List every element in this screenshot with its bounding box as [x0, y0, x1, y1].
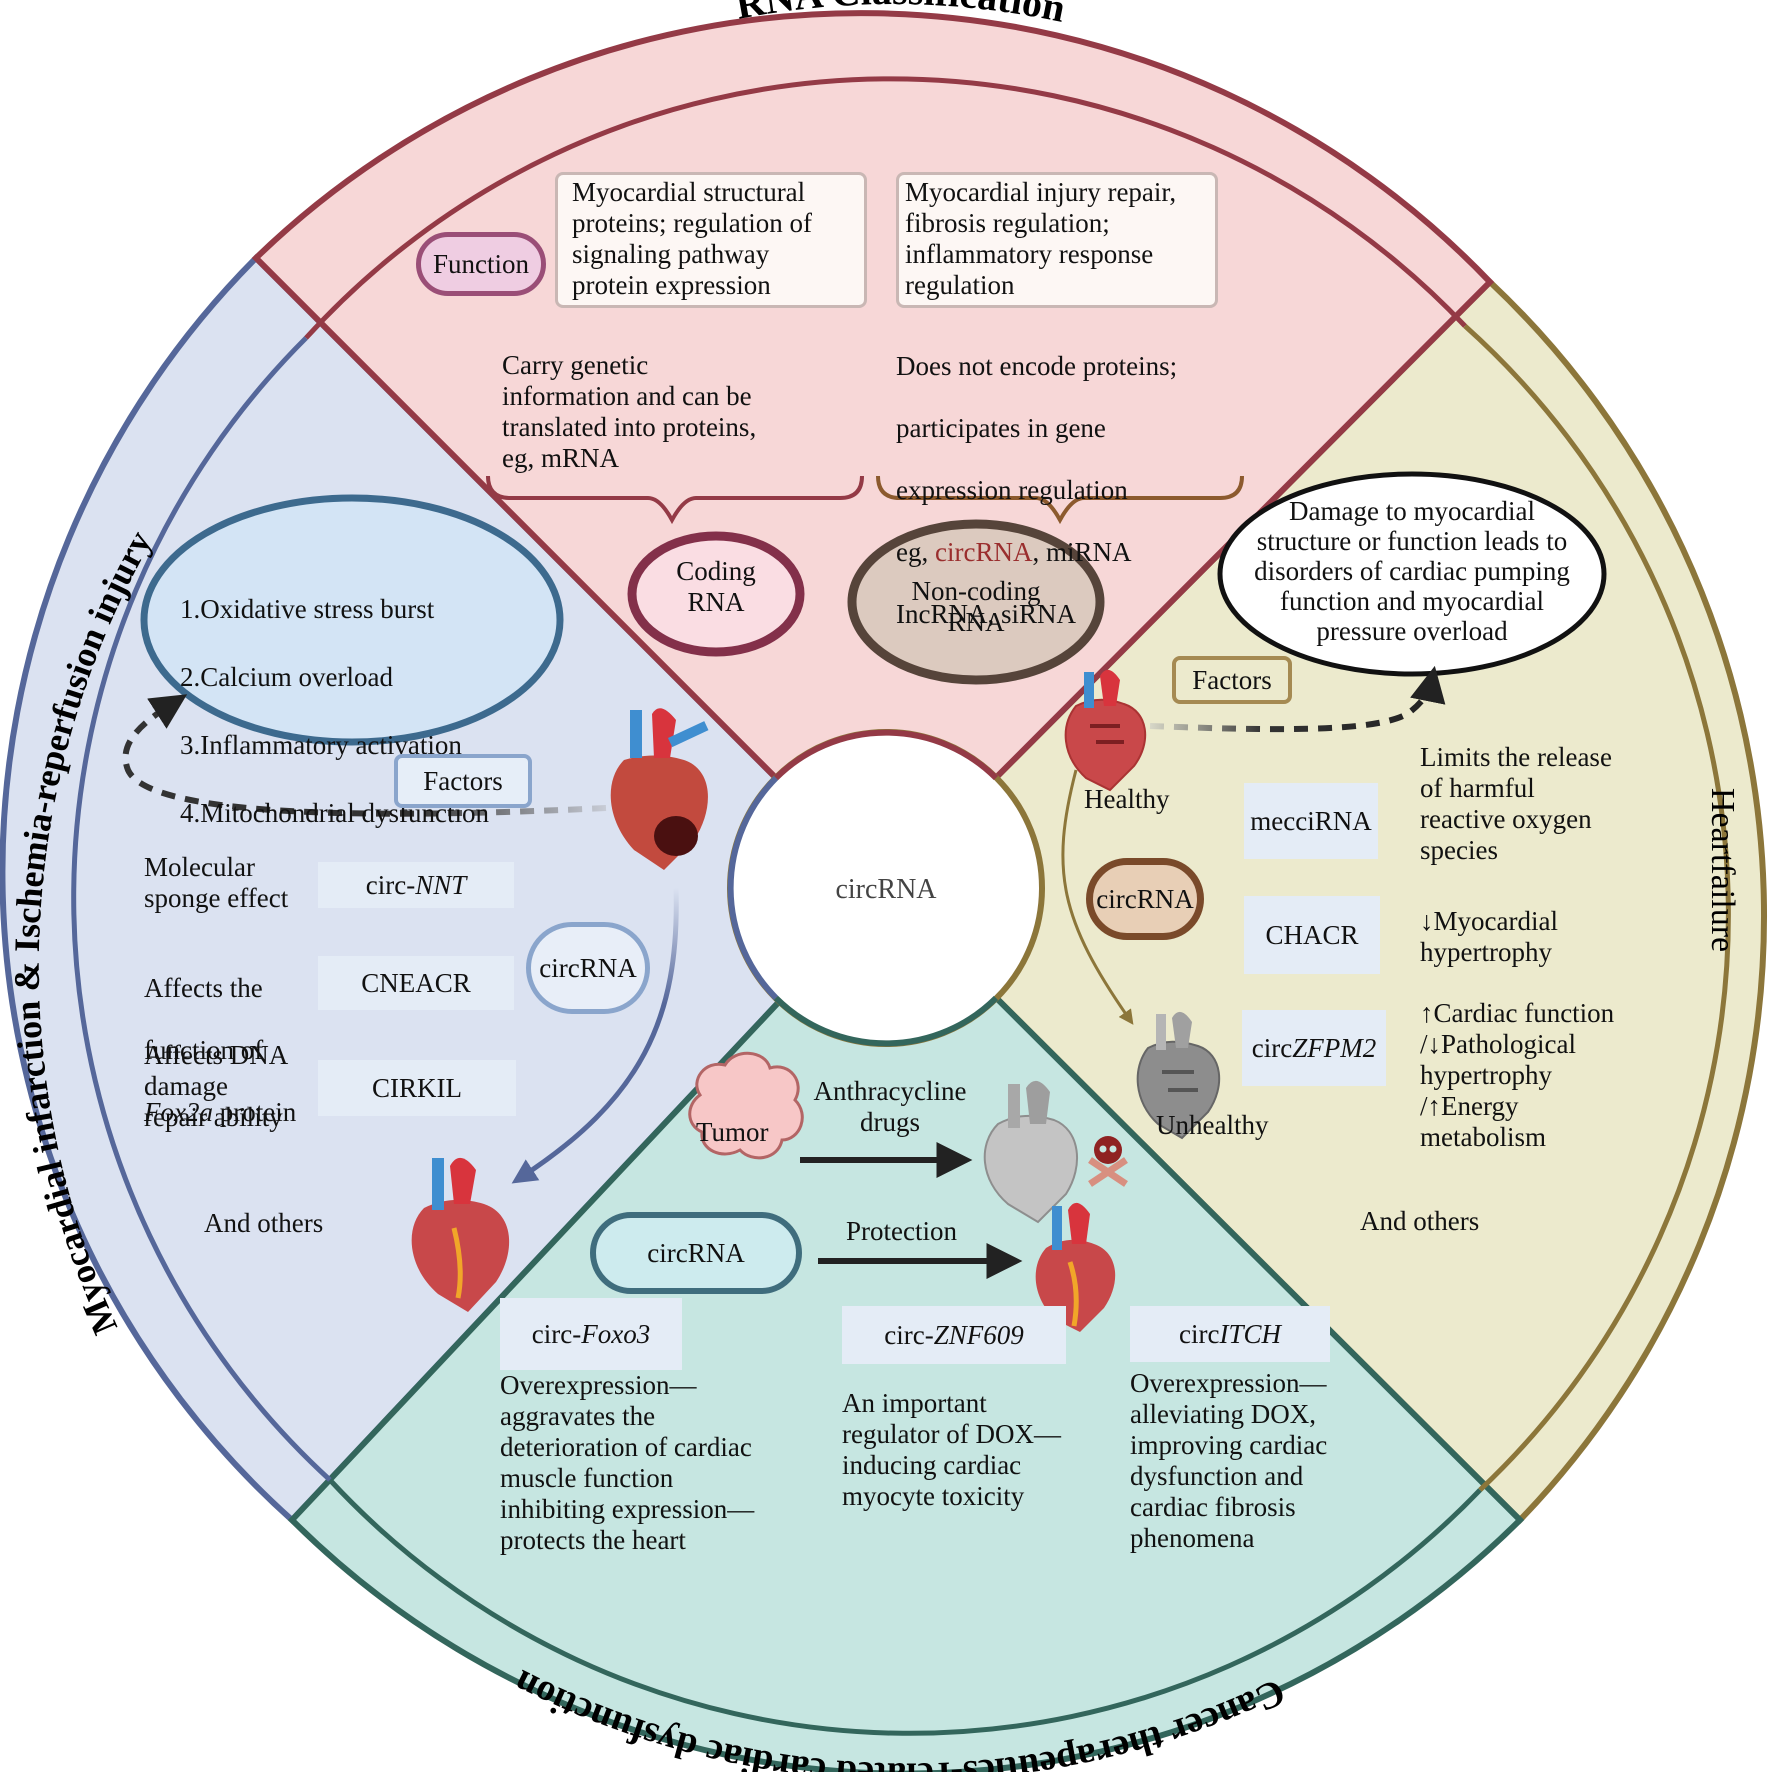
- mi-circrna-tag-2: CNEACR: [318, 956, 514, 1010]
- skull-crossbones-icon: [1088, 1136, 1128, 1187]
- mi-damaged-heart-icon: [610, 708, 709, 870]
- tumor-icon: [688, 1051, 804, 1160]
- hf-circrna-node[interactable]: circRNA: [1086, 858, 1204, 940]
- damaged-gray-heart-icon: [983, 1080, 1079, 1224]
- hf-and-others: And others: [1360, 1206, 1480, 1236]
- mi-factors-arrow: [122, 694, 607, 817]
- noncoding-rna-node[interactable]: [847, 519, 1105, 685]
- hf-effect-2: ↓Myocardial hypertrophy: [1420, 906, 1558, 967]
- mi-factors-ellipse: [140, 494, 564, 746]
- cancer-effect-2: An important regulator of DOX— inducing …: [842, 1388, 1061, 1511]
- cancer-effect-1: Overexpression— aggravates the deteriora…: [500, 1370, 755, 1555]
- hf-unhealthy-label: Unhealthy: [1156, 1110, 1269, 1140]
- hf-progression-arrow: [1061, 769, 1134, 1025]
- drug-label: Anthracycline drugs: [813, 1076, 967, 1137]
- hf-healthy-label: Healthy: [1084, 784, 1170, 814]
- coding-rna-description: Carry genetic information and can be tra…: [502, 350, 757, 473]
- mi-circrna-tag-1: circ-NNT: [318, 862, 514, 908]
- hf-healthy-heart-icon: [1064, 669, 1147, 792]
- rna-inner-ring: [304, 76, 1467, 340]
- mi-healthy-heart-icon: [411, 1157, 510, 1312]
- noncoding-brace: [876, 475, 1244, 525]
- hf-unhealthy-heart-icon: [1136, 1011, 1221, 1140]
- protection-label: Protection: [846, 1216, 957, 1246]
- coding-brace: [486, 475, 864, 525]
- function-label: Function: [416, 232, 546, 296]
- noncoding-function-box: Myocardial injury repair, fibrosis regul…: [896, 172, 1218, 308]
- hf-effect-3: ↑Cardiac function /↓Pathological hypertr…: [1420, 998, 1615, 1152]
- mi-and-others: And others: [204, 1208, 324, 1238]
- cancer-circrna-node[interactable]: circRNA: [590, 1212, 802, 1294]
- cancer-circrna-tag-2: circ-ZNF609: [842, 1306, 1066, 1364]
- noncoding-rna-description: Does not encode proteins; participates i…: [896, 351, 1178, 629]
- hf-effect-1: Limits the release of harmful reactive o…: [1420, 742, 1612, 865]
- cancer-inner-ring: [328, 1478, 1482, 1736]
- cancer-circrna-tag-1: circ-Foxo3: [500, 1298, 682, 1370]
- mi-circrna-tag-3: CIRKIL: [318, 1060, 516, 1116]
- coding-rna-node[interactable]: [627, 531, 805, 657]
- hf-circrna-tag-1: mecciRNA: [1244, 783, 1378, 859]
- hf-factors-tag: Factors: [1172, 656, 1292, 704]
- mi-progression-arrow: [511, 887, 679, 1184]
- hf-section-title: Heartfailure: [1704, 788, 1741, 952]
- mi-circrna-node[interactable]: circRNA: [526, 922, 650, 1014]
- tumor-label: Tumor: [696, 1117, 769, 1147]
- hf-factors-arrow: [1149, 665, 1446, 733]
- mi-effect-2: Affects the function of Fox2a protein: [144, 973, 297, 1127]
- mi-effect-1: Molecular sponge effect: [144, 852, 289, 913]
- mi-factors-tag: Factors: [394, 754, 532, 808]
- hf-inner-ring: [1463, 324, 1731, 1492]
- mi-effect-3: Affects DNA damage repair ability: [144, 1040, 289, 1132]
- center-label: circRNA: [835, 874, 937, 905]
- circrna-highlight: circRNA: [934, 537, 1033, 567]
- mi-factors-list: 1.Oxidative stress burst 2.Calcium overl…: [180, 594, 489, 828]
- hf-definition: Damage to myocardial structure or functi…: [1254, 496, 1570, 646]
- coding-rna-label: Coding RNA: [676, 556, 756, 617]
- cancer-effect-3: Overexpression— alleviating DOX, improvi…: [1130, 1368, 1328, 1553]
- hf-circrna-tag-2: CHACR: [1244, 896, 1380, 974]
- mi-inner-ring: [71, 336, 332, 1482]
- noncoding-rna-label: Non-coding RNA: [911, 576, 1041, 637]
- coding-function-box: Myocardial structural proteins; regulati…: [555, 172, 867, 308]
